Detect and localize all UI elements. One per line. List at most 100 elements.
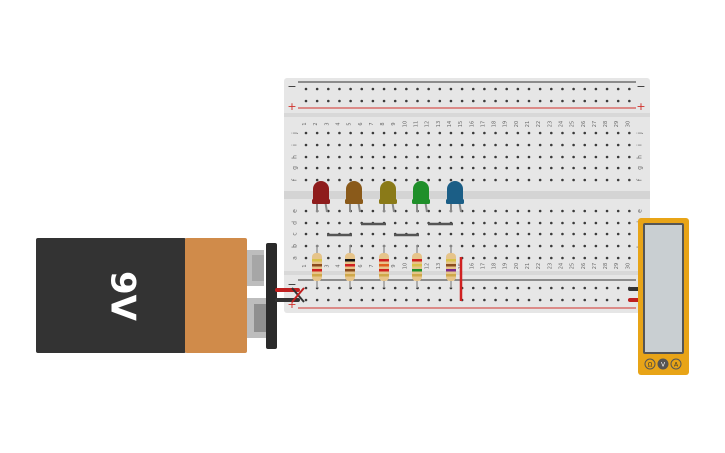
terminal-hole[interactable] — [538, 232, 542, 236]
terminal-hole[interactable] — [405, 244, 408, 248]
terminal-hole[interactable] — [405, 131, 408, 135]
rail-hole[interactable] — [382, 298, 386, 302]
terminal-hole[interactable] — [605, 232, 609, 236]
terminal-hole[interactable] — [494, 131, 497, 135]
rail-hole[interactable] — [505, 87, 509, 91]
terminal-hole[interactable] — [438, 143, 442, 147]
terminal-hole[interactable] — [494, 166, 497, 170]
led-yellow[interactable] — [379, 181, 397, 213]
rail-hole[interactable] — [327, 298, 330, 302]
terminal-hole[interactable] — [416, 155, 419, 159]
terminal-hole[interactable] — [616, 232, 620, 236]
terminal-hole[interactable] — [304, 178, 308, 182]
terminal-hole[interactable] — [416, 178, 419, 182]
rail-hole[interactable] — [460, 99, 464, 103]
rail-hole[interactable] — [583, 286, 587, 290]
terminal-hole[interactable] — [550, 166, 553, 170]
terminal-hole[interactable] — [382, 178, 386, 182]
terminal-hole[interactable] — [616, 166, 620, 170]
rail-hole[interactable] — [360, 87, 364, 91]
terminal-hole[interactable] — [550, 232, 553, 236]
rail-hole[interactable] — [616, 99, 620, 103]
rail-hole[interactable] — [338, 99, 341, 103]
terminal-hole[interactable] — [616, 209, 620, 213]
terminal-hole[interactable] — [516, 155, 520, 159]
terminal-hole[interactable] — [538, 256, 542, 260]
terminal-hole[interactable] — [405, 178, 408, 182]
terminal-hole[interactable] — [315, 221, 319, 225]
terminal-hole[interactable] — [594, 155, 598, 159]
terminal-hole[interactable] — [605, 221, 609, 225]
rail-hole[interactable] — [505, 286, 509, 290]
rail-hole[interactable] — [561, 87, 564, 91]
terminal-hole[interactable] — [327, 166, 330, 170]
terminal-hole[interactable] — [594, 256, 598, 260]
terminal-hole[interactable] — [371, 155, 375, 159]
terminal-hole[interactable] — [583, 155, 587, 159]
terminal-hole[interactable] — [304, 256, 308, 260]
terminal-hole[interactable] — [405, 155, 408, 159]
terminal-hole[interactable] — [494, 143, 497, 147]
terminal-hole[interactable] — [405, 256, 408, 260]
terminal-hole[interactable] — [460, 155, 464, 159]
terminal-hole[interactable] — [349, 155, 352, 159]
terminal-hole[interactable] — [371, 244, 375, 248]
terminal-hole[interactable] — [393, 221, 397, 225]
terminal-hole[interactable] — [393, 131, 397, 135]
terminal-hole[interactable] — [449, 131, 453, 135]
terminal-hole[interactable] — [538, 131, 542, 135]
rail-hole[interactable] — [550, 286, 553, 290]
terminal-hole[interactable] — [505, 244, 509, 248]
terminal-hole[interactable] — [628, 209, 631, 213]
rail-hole[interactable] — [327, 99, 330, 103]
terminal-hole[interactable] — [360, 131, 364, 135]
terminal-hole[interactable] — [371, 166, 375, 170]
terminal-hole[interactable] — [550, 244, 553, 248]
led-red[interactable] — [312, 181, 330, 213]
terminal-hole[interactable] — [438, 256, 442, 260]
terminal-hole[interactable] — [405, 209, 408, 213]
terminal-hole[interactable] — [327, 155, 330, 159]
rail-hole[interactable] — [471, 298, 475, 302]
terminal-hole[interactable] — [460, 244, 464, 248]
terminal-hole[interactable] — [460, 131, 464, 135]
terminal-hole[interactable] — [315, 143, 319, 147]
resistor-5[interactable] — [446, 245, 456, 288]
terminal-hole[interactable] — [304, 209, 308, 213]
rail-hole[interactable] — [382, 87, 386, 91]
rail-hole[interactable] — [360, 99, 364, 103]
terminal-hole[interactable] — [360, 155, 364, 159]
rail-hole[interactable] — [405, 99, 408, 103]
terminal-hole[interactable] — [416, 166, 419, 170]
terminal-hole[interactable] — [594, 221, 598, 225]
rail-hole[interactable] — [327, 87, 330, 91]
terminal-hole[interactable] — [527, 166, 531, 170]
terminal-hole[interactable] — [483, 131, 486, 135]
terminal-hole[interactable] — [561, 178, 564, 182]
rail-hole[interactable] — [605, 99, 609, 103]
terminal-hole[interactable] — [304, 244, 308, 248]
rail-hole[interactable] — [628, 87, 631, 91]
terminal-hole[interactable] — [304, 131, 308, 135]
terminal-hole[interactable] — [416, 143, 419, 147]
terminal-hole[interactable] — [483, 232, 486, 236]
terminal-hole[interactable] — [338, 166, 341, 170]
terminal-hole[interactable] — [561, 244, 564, 248]
terminal-hole[interactable] — [371, 232, 375, 236]
terminal-hole[interactable] — [315, 166, 319, 170]
terminal-hole[interactable] — [338, 209, 341, 213]
terminal-hole[interactable] — [516, 232, 520, 236]
terminal-hole[interactable] — [583, 166, 587, 170]
terminal-hole[interactable] — [550, 178, 553, 182]
terminal-hole[interactable] — [527, 244, 531, 248]
rail-hole[interactable] — [338, 286, 341, 290]
rail-hole[interactable] — [471, 99, 475, 103]
terminal-hole[interactable] — [427, 232, 430, 236]
rail-hole[interactable] — [304, 298, 308, 302]
rail-hole[interactable] — [438, 99, 442, 103]
terminal-hole[interactable] — [349, 131, 352, 135]
terminal-hole[interactable] — [438, 155, 442, 159]
rail-hole[interactable] — [594, 99, 598, 103]
rail-hole[interactable] — [605, 87, 609, 91]
battery-9v[interactable]: 9V — [36, 238, 277, 353]
